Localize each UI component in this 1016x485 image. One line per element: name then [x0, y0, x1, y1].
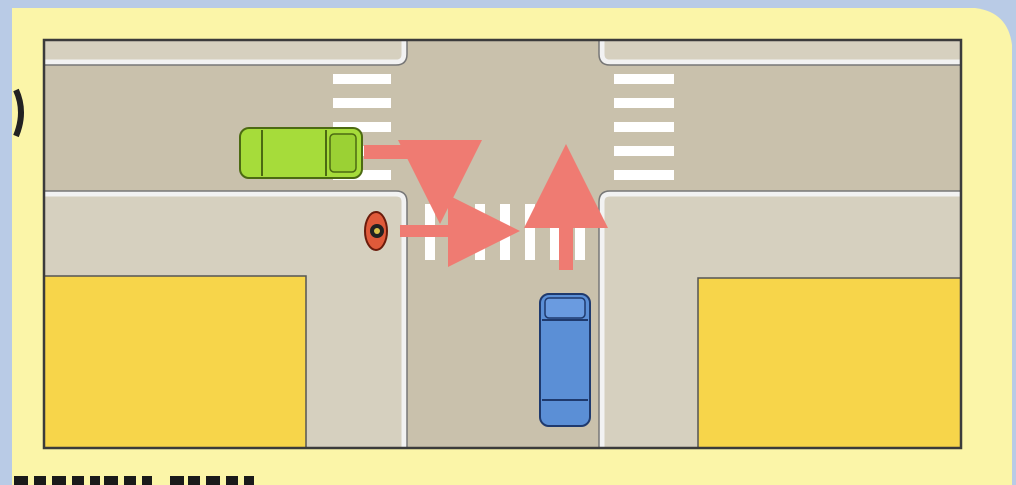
- crosswalk-right: [614, 74, 674, 180]
- building-right: [697, 277, 962, 449]
- left-edge-mark: [13, 88, 24, 138]
- green-car: [239, 127, 363, 179]
- blue-car: [539, 293, 591, 427]
- sidewalk-top-left: [44, 40, 404, 62]
- cutoff-caption-strip: [14, 476, 254, 485]
- diagram-border: [42, 38, 963, 450]
- pedestrian-icon: [364, 211, 388, 251]
- arrow-green-car-turn: [364, 139, 482, 224]
- building-left: [43, 275, 307, 449]
- sidewalk-top-right: [602, 40, 961, 62]
